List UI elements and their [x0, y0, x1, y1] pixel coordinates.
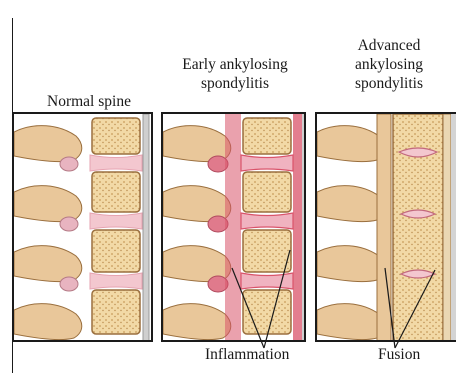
label-inflammation: Inflammation [205, 346, 289, 364]
inflammation-leader-right [264, 250, 290, 348]
fusion-leader-right [395, 270, 435, 348]
inflammation-leader-left [232, 268, 264, 348]
label-fusion: Fusion [378, 346, 420, 364]
fusion-leader-left [385, 268, 395, 348]
